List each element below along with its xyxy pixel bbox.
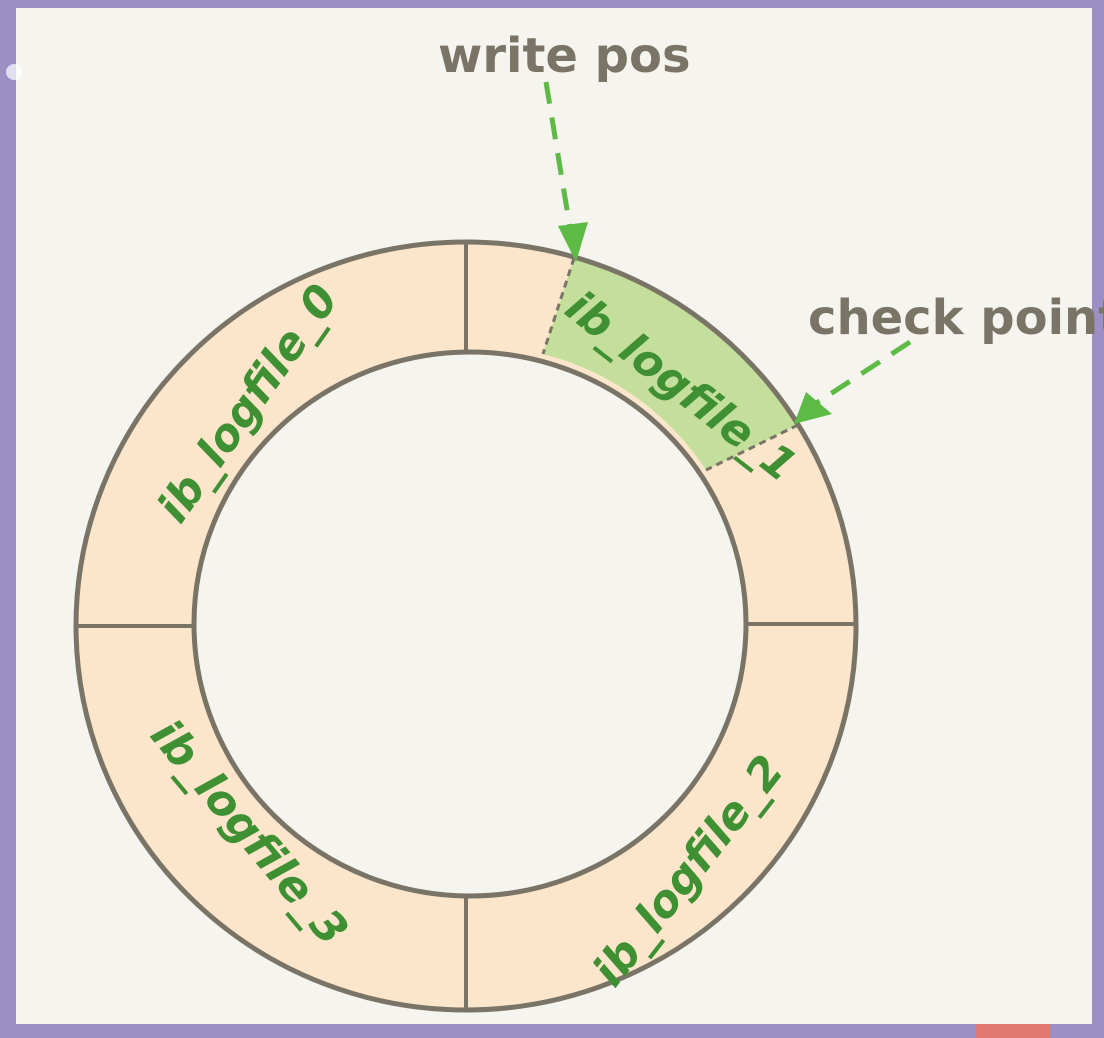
write-pos-boundary	[541, 257, 576, 355]
check-point-label: check point	[808, 290, 1104, 346]
active-segment-ib-logfile-1	[543, 258, 798, 470]
check-point-boundary	[705, 423, 799, 472]
check-point-arrowhead-icon	[794, 392, 832, 424]
check-point-arrow	[813, 339, 912, 407]
frame-decoration-top-left	[6, 64, 22, 80]
write-pos-arrowhead-icon	[558, 222, 588, 262]
write-pos-arrow	[543, 81, 575, 241]
frame-decoration-bottom-right	[976, 1024, 1050, 1038]
write-pos-label: write pos	[438, 28, 691, 84]
